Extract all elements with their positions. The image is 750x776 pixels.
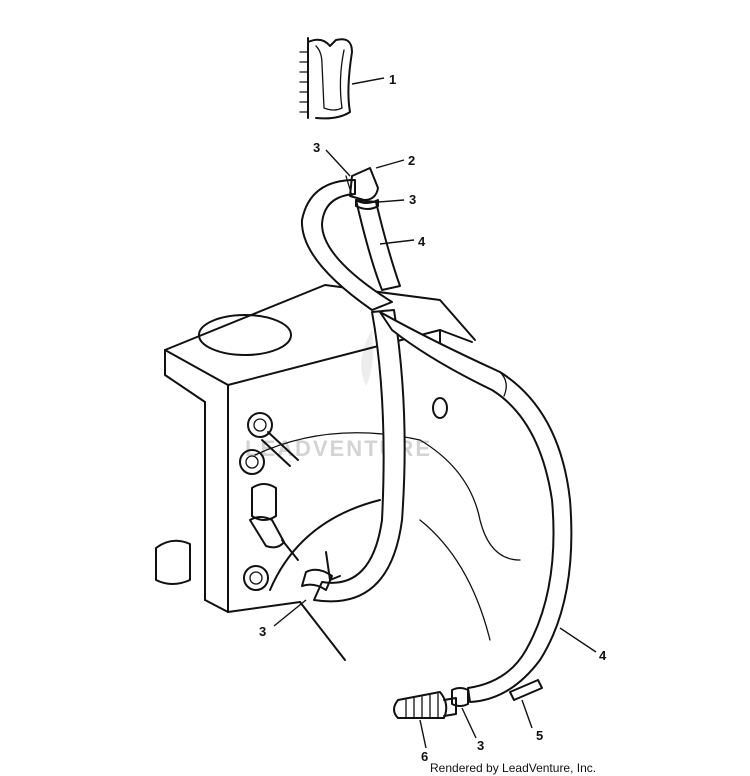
tie-strap-part-5 [509, 679, 543, 701]
callout-labels: 1 2 3 3 4 3 4 5 6 3 [259, 72, 607, 764]
callout-1: 1 [389, 72, 396, 87]
callout-2: 2 [408, 153, 415, 168]
callout-6: 6 [421, 749, 428, 764]
callout-3-lower-clamp: 3 [259, 624, 266, 639]
fuel-filter-part-6 [393, 691, 457, 719]
seal-strip-part-1 [299, 37, 353, 120]
leader-lines [273, 77, 597, 749]
tank-fittings [155, 397, 448, 591]
callout-3-upper-clamp: 3 [409, 192, 416, 207]
callout-4-upper-hose: 4 [418, 234, 426, 249]
fuel-hose-long [379, 311, 573, 703]
fuel-hose-main [313, 309, 406, 603]
clamp-bottom [451, 687, 469, 707]
callout-3-top-left: 3 [313, 140, 320, 155]
fuel-tank [164, 284, 521, 661]
elbow-fitting-part-2 [345, 167, 379, 201]
callout-4-long-hose: 4 [599, 648, 607, 663]
callout-3-bottom-clamp: 3 [477, 738, 484, 753]
credit-line: Rendered by LeadVenture, Inc. [430, 761, 596, 775]
callout-5: 5 [536, 728, 543, 743]
clamp-upper [355, 199, 379, 210]
clamp-lower-left [301, 551, 341, 591]
fuel-hose-upper [300, 179, 401, 311]
